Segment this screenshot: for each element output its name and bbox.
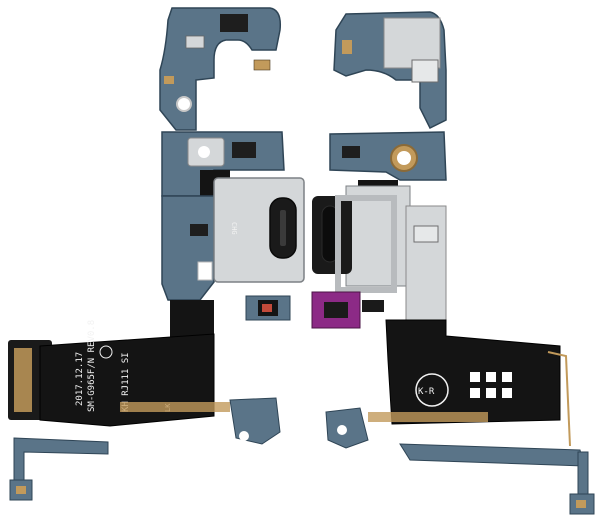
left-lower-board — [229, 397, 281, 445]
left-top-pad-1 — [253, 59, 271, 71]
right-top-pad — [342, 40, 352, 54]
right-lower-board — [325, 407, 369, 449]
right-charge-shield — [345, 185, 411, 287]
left-top-pad-2 — [164, 76, 174, 84]
right-mid-hole — [397, 151, 411, 165]
left-top-chip — [220, 14, 248, 32]
left-side-connector-pins — [14, 348, 32, 412]
left-mount-hole-1 — [176, 96, 192, 112]
model-label: SM-G965F/N REV0.8 — [87, 320, 97, 412]
left-flex-assembly: CHG SM-G965F/N REV0.8 2017.12.17 KH RJ11… — [8, 7, 305, 501]
left-charge-pcb — [161, 195, 215, 301]
right-flex-assembly: K-R — [311, 11, 595, 515]
right-top-chip — [411, 59, 439, 83]
left-mid-hole — [198, 146, 210, 158]
left-antenna-pad — [16, 486, 26, 494]
left-copper-strip — [120, 402, 230, 412]
right-flex-pad-grid — [470, 372, 512, 398]
left-lower-hole — [239, 431, 249, 441]
purple-gasket-window — [324, 302, 348, 318]
left-charge-pad — [197, 261, 213, 281]
right-thin-flex — [399, 443, 585, 467]
detached-sensor-pad — [262, 304, 272, 312]
right-shield-plate — [405, 205, 447, 321]
left-thin-flex — [13, 437, 109, 481]
usb-c-tongue — [280, 210, 286, 246]
port-silkscreen: CHG — [230, 222, 238, 235]
left-charge-chip — [190, 224, 208, 236]
right-lower-hole — [337, 425, 347, 435]
code-label: KH RJ111 SI — [121, 352, 131, 412]
left-flex-logo — [99, 345, 113, 359]
right-flex-stamp — [415, 373, 449, 407]
right-mid-pcb — [329, 131, 447, 181]
left-top-connector — [185, 35, 205, 49]
right-antenna-arm — [577, 451, 589, 497]
left-mid-chip — [232, 142, 256, 158]
date-label: 2017.12.17 — [75, 352, 85, 406]
right-silver-bracket — [335, 195, 397, 293]
right-mid-chip — [342, 146, 360, 158]
right-antenna-pad — [576, 500, 586, 508]
right-shield-chip — [413, 225, 439, 243]
right-copper-strip — [368, 412, 488, 422]
left-flex-riser — [170, 300, 214, 340]
stamp-label: K-R — [418, 387, 435, 397]
right-small-connector — [362, 300, 384, 312]
right-copper-wire — [547, 351, 571, 447]
